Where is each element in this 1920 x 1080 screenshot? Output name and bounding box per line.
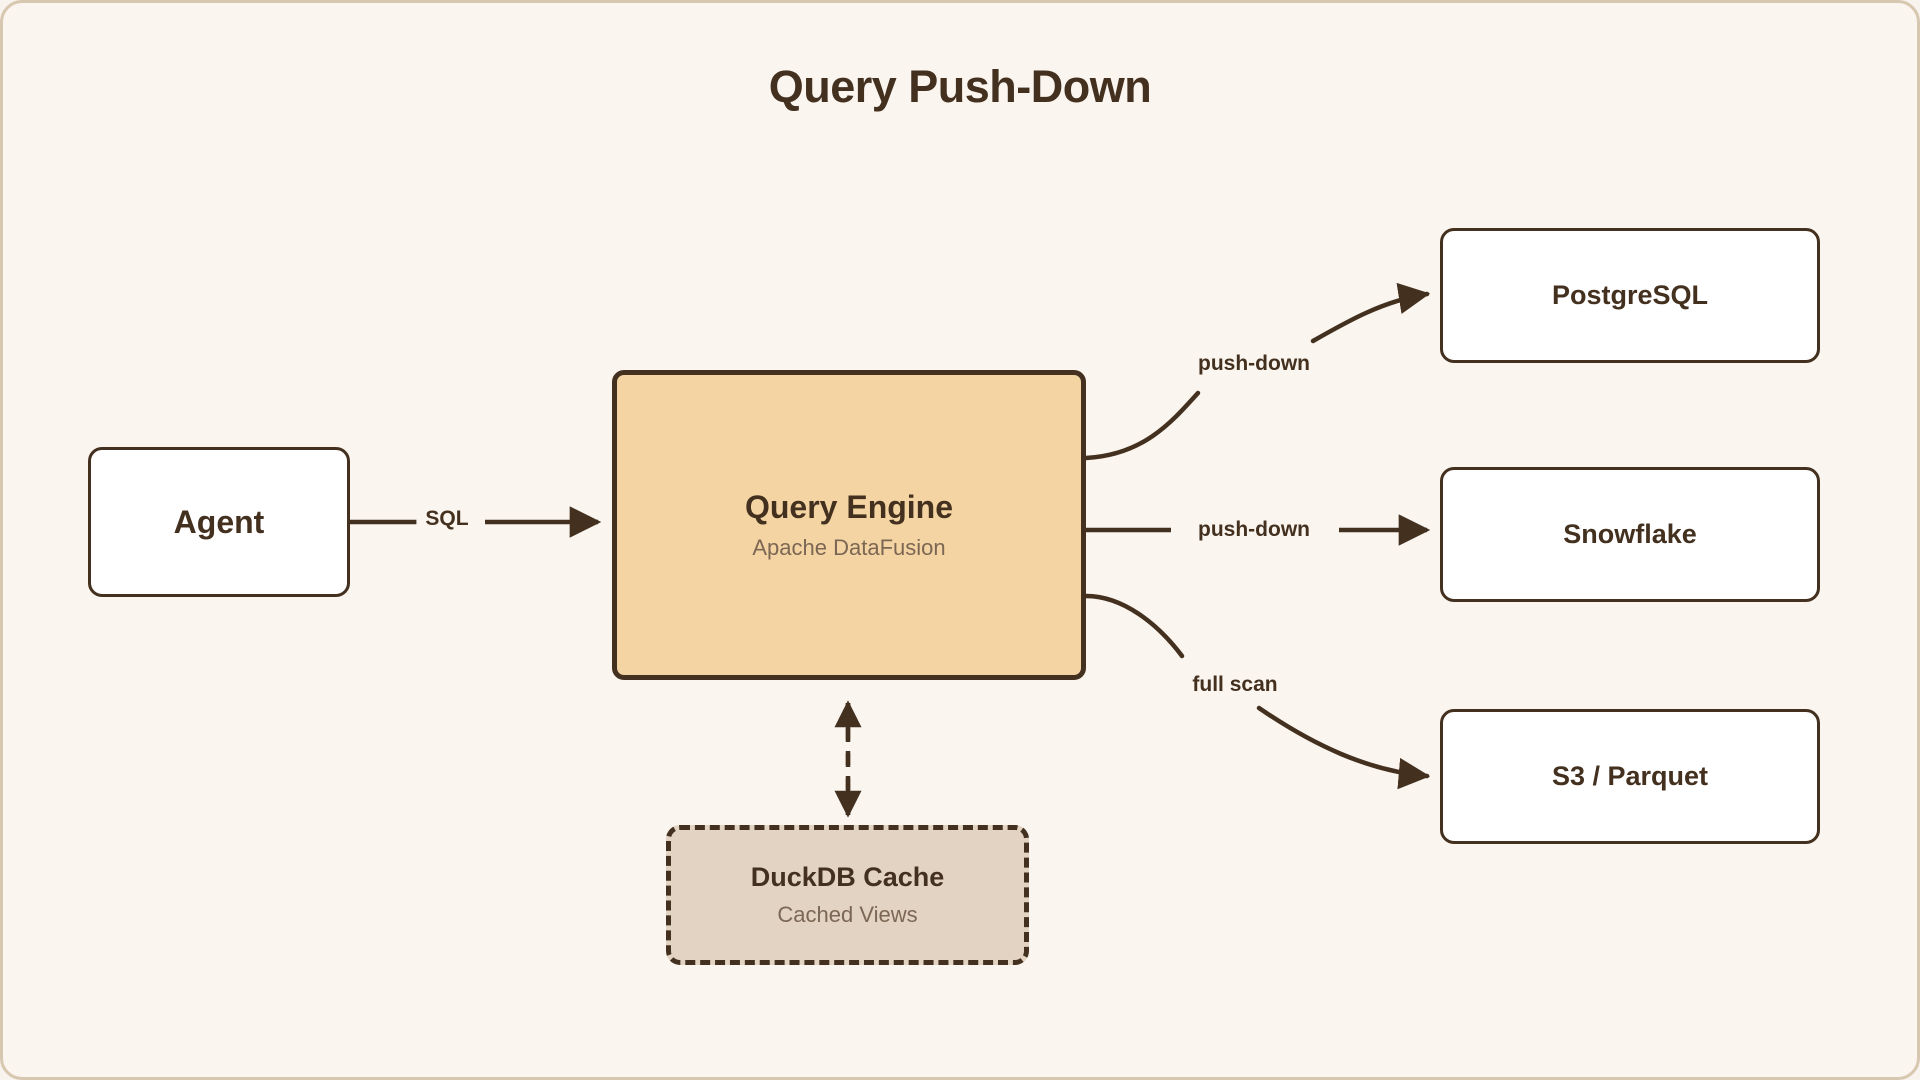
node-agent-label: Agent <box>173 503 265 540</box>
node-s3-parquet[interactable]: S3 / Parquet <box>1440 709 1820 844</box>
node-duckdb-cache-label: DuckDB Cache <box>750 862 945 893</box>
edge-label-push-down-postgres: push-down <box>1189 350 1319 378</box>
node-postgresql[interactable]: PostgreSQL <box>1440 228 1820 363</box>
node-duckdb-cache[interactable]: DuckDB Cache Cached Views <box>666 825 1029 965</box>
edge-label-full-scan: full scan <box>1183 671 1287 699</box>
node-query-engine[interactable]: Query Engine Apache DataFusion <box>612 370 1086 680</box>
node-snowflake[interactable]: Snowflake <box>1440 467 1820 602</box>
node-s3-parquet-label: S3 / Parquet <box>1551 760 1709 791</box>
edge-label-sql: SQL <box>416 505 478 533</box>
page-title: Query Push-Down <box>768 61 1152 112</box>
node-query-engine-label: Query Engine <box>744 489 954 526</box>
node-agent[interactable]: Agent <box>88 447 350 597</box>
node-postgresql-label: PostgreSQL <box>1551 279 1709 310</box>
edge-label-push-down-snowflake: push-down <box>1189 516 1319 544</box>
node-duckdb-cache-subtitle: Cached Views <box>777 902 918 928</box>
node-snowflake-label: Snowflake <box>1563 518 1697 549</box>
node-query-engine-subtitle: Apache DataFusion <box>752 535 946 561</box>
